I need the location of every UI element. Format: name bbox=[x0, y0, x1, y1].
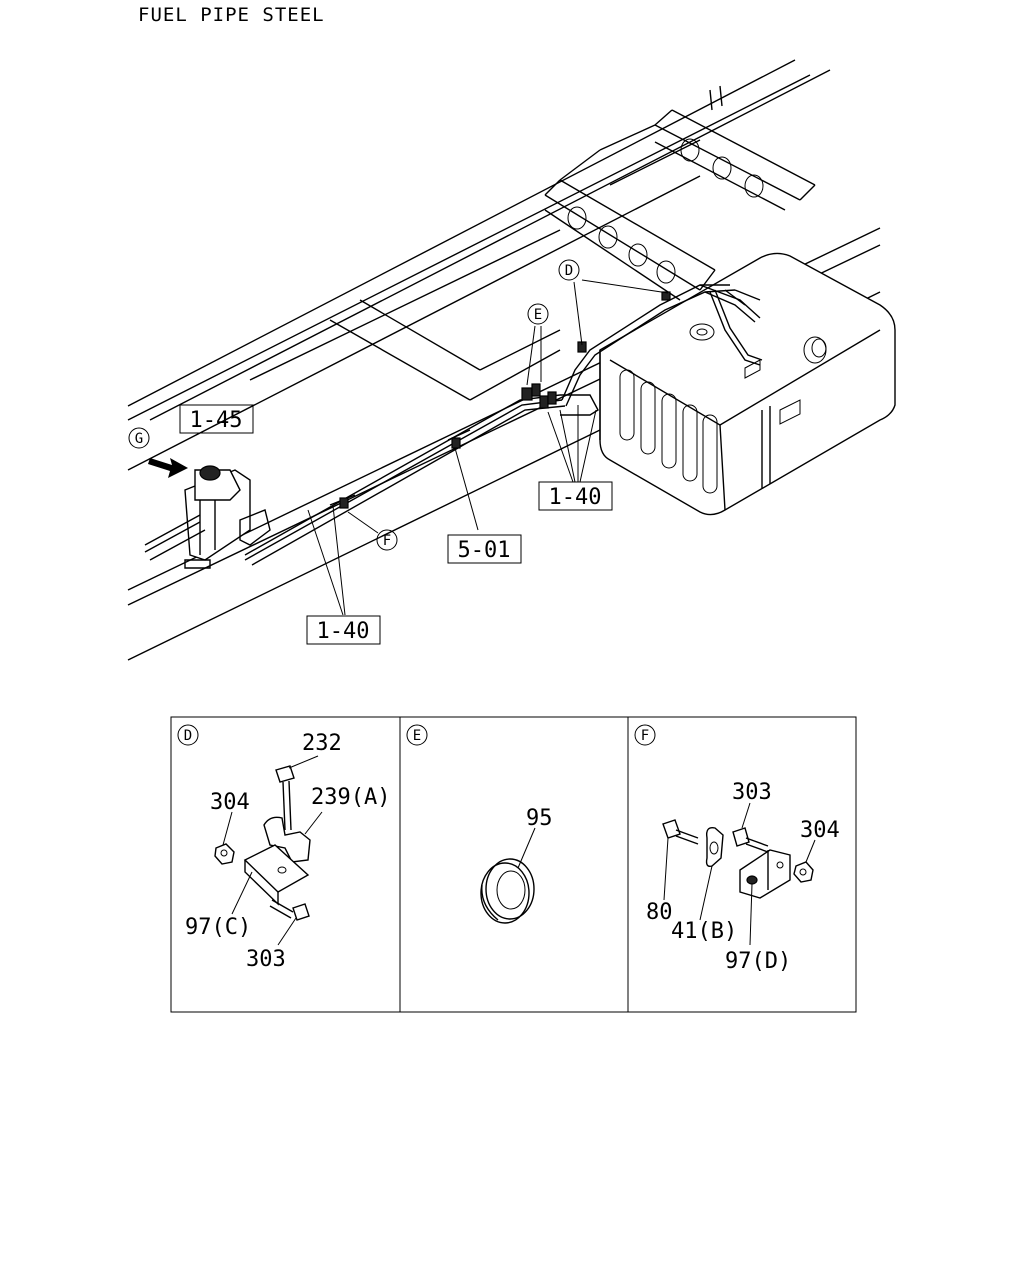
detail-panel-f: F 303 304 80 41(B) 97(D) bbox=[634, 724, 840, 974]
ref-label-1-40-left: 1-40 bbox=[317, 619, 370, 644]
fuel-filter-assembly bbox=[144, 465, 271, 569]
detail-f-label-304: 304 bbox=[800, 818, 840, 843]
detail-d-label-304: 304 bbox=[210, 790, 250, 815]
flow-arrow-icon bbox=[148, 458, 188, 478]
callout-f-letter: F bbox=[383, 533, 391, 549]
ref-label-1-45: 1-45 bbox=[190, 408, 243, 433]
callout-g: G bbox=[128, 427, 150, 449]
ref-box-1-45: 1-45 bbox=[179, 404, 254, 434]
detail-d-letter: D bbox=[184, 728, 192, 744]
ref-label-1-40-right: 1-40 bbox=[549, 485, 602, 510]
callout-f: F bbox=[376, 529, 398, 551]
detail-panels-frame bbox=[170, 716, 857, 1013]
detail-f-letter: F bbox=[641, 728, 649, 744]
ref-box-5-01: 5-01 bbox=[447, 534, 522, 564]
detail-d-label-232: 232 bbox=[302, 731, 342, 756]
callout-d: D bbox=[558, 259, 580, 281]
detail-panel-e: E 95 bbox=[406, 724, 553, 924]
leader-lines bbox=[307, 279, 669, 616]
detail-f-label-41b: 41(B) bbox=[671, 919, 737, 944]
detail-d-label-303: 303 bbox=[246, 947, 286, 972]
diagram-title: FUEL PIPE STEEL bbox=[138, 4, 325, 26]
ref-box-1-40-right: 1-40 bbox=[538, 481, 613, 511]
callout-e: E bbox=[527, 303, 549, 325]
detail-e-label-95: 95 bbox=[526, 806, 553, 831]
detail-e-letter: E bbox=[413, 728, 421, 744]
detail-panel-d: D 232 304 239(A) 97(C) 303 bbox=[177, 724, 390, 972]
detail-f-label-97d: 97(D) bbox=[725, 949, 791, 974]
fuel-pipes bbox=[244, 284, 763, 566]
detail-d-label-97c: 97(C) bbox=[185, 915, 251, 940]
callout-e-letter: E bbox=[534, 307, 542, 323]
fuel-tank bbox=[599, 252, 896, 516]
ref-box-1-40-left: 1-40 bbox=[306, 615, 381, 645]
callout-g-letter: G bbox=[135, 431, 143, 447]
detail-d-label-239a: 239(A) bbox=[311, 785, 390, 810]
callout-d-letter: D bbox=[565, 263, 573, 279]
ref-label-5-01: 5-01 bbox=[458, 538, 511, 563]
detail-f-label-303: 303 bbox=[732, 780, 772, 805]
detail-f-label-80: 80 bbox=[646, 900, 673, 925]
